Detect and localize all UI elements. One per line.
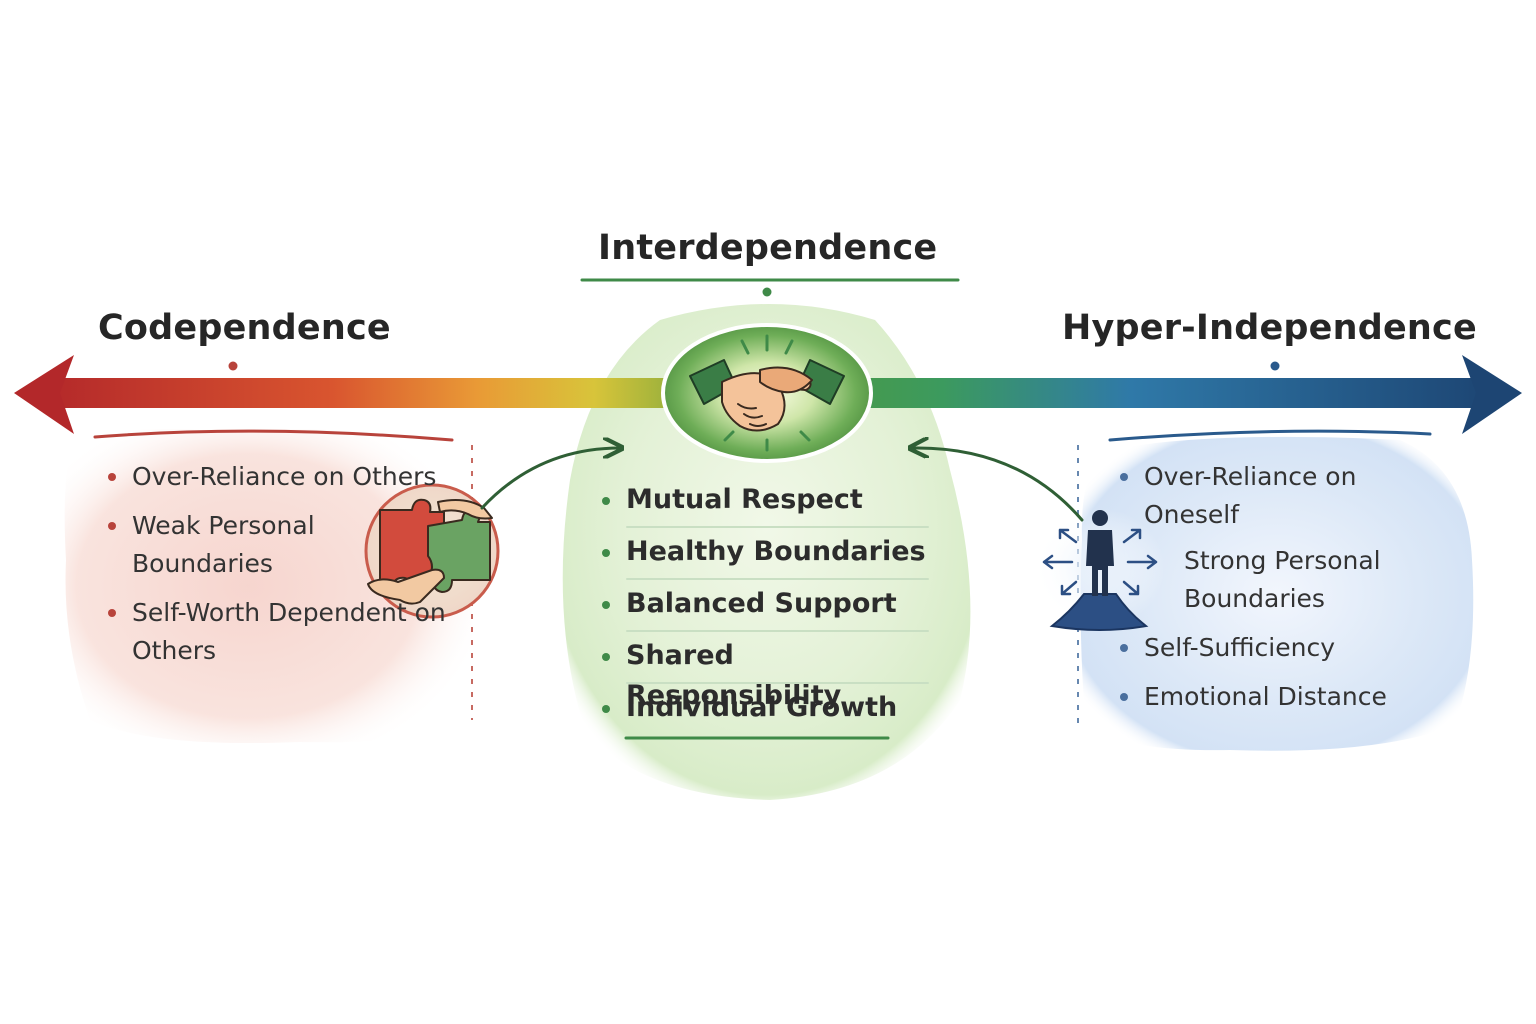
item-divider	[626, 578, 929, 580]
left-connector-arrow	[480, 448, 620, 510]
hyper-independence-title: Hyper-Independence	[1062, 308, 1477, 348]
hyper-independence-wash	[1080, 436, 1474, 751]
trait-label: Healthy Boundaries	[626, 536, 926, 567]
bullet-dot	[1120, 644, 1128, 652]
trait-label: Balanced Support	[626, 588, 897, 619]
codependence-panel-stroke	[93, 429, 454, 442]
interdependence-traits-list: Mutual Respect Healthy Boundaries Balanc…	[596, 480, 941, 740]
hyper-independence-traits-list: Over-Reliance on Oneself Strong Personal…	[1114, 458, 1444, 727]
codependence-traits-list: Over-Reliance on Others Weak Personal Bo…	[102, 458, 452, 681]
trait-label: Weak Personal Boundaries	[132, 511, 315, 578]
arrowhead-left-icon	[14, 355, 74, 434]
list-item: Emotional Distance	[1114, 678, 1444, 716]
puzzle-hands-icon	[364, 483, 500, 619]
trait-label: Strong Personal Boundaries	[1184, 546, 1381, 613]
interdependence-wash	[562, 304, 971, 800]
interdependence-title: Interdependence	[598, 228, 938, 268]
bullet-dot	[108, 473, 116, 481]
trait-label: Over-Reliance on Oneself	[1144, 462, 1357, 529]
list-item: Individual Growth	[596, 688, 941, 740]
list-item: Self-Worth Dependent on Others	[102, 594, 452, 670]
bullet-dot	[602, 705, 610, 713]
bullet-dot	[602, 653, 610, 661]
list-item: Weak Personal Boundaries	[102, 507, 452, 583]
bullet-dot	[108, 522, 116, 530]
list-item: Over-Reliance on Oneself	[1114, 458, 1444, 534]
list-item: Self-Sufficiency	[1114, 629, 1444, 667]
list-item: Over-Reliance on Others	[102, 458, 452, 496]
hyper-independence-panel-stroke	[1108, 429, 1432, 442]
trait-label: Shared Responsibility	[626, 640, 842, 711]
codependence-title: Codependence	[98, 308, 391, 348]
list-item: Mutual Respect	[596, 480, 941, 532]
list-item: Healthy Boundaries	[596, 532, 941, 584]
bullet-dot	[1120, 693, 1128, 701]
trait-label: Self-Sufficiency	[1144, 633, 1335, 662]
handshake-icon	[661, 323, 873, 463]
bullet-dot	[602, 497, 610, 505]
hyper-independence-marker	[1270, 361, 1280, 371]
list-item: Balanced Support	[596, 584, 941, 636]
item-divider	[626, 630, 929, 632]
item-divider	[626, 526, 929, 528]
bullet-dot	[602, 601, 610, 609]
codependence-wash	[64, 429, 472, 744]
bullet-dot	[108, 609, 116, 617]
trait-label: Individual Growth	[626, 692, 898, 723]
arrowhead-right-icon	[1462, 355, 1522, 434]
lone-person-icon	[1033, 508, 1165, 631]
right-connector-arrow	[912, 448, 1084, 522]
bullet-dot	[602, 549, 610, 557]
item-divider	[626, 682, 929, 684]
bullet-dot	[1120, 473, 1128, 481]
trait-label: Emotional Distance	[1144, 682, 1387, 711]
list-item: Shared Responsibility	[596, 636, 941, 711]
trait-label: Mutual Respect	[626, 484, 863, 515]
trait-label: Self-Worth Dependent on Others	[132, 598, 446, 665]
interdependence-marker	[762, 287, 772, 297]
trait-label: Over-Reliance on Others	[132, 462, 437, 491]
codependence-marker	[228, 361, 238, 371]
list-item: Strong Personal Boundaries	[1114, 542, 1444, 618]
